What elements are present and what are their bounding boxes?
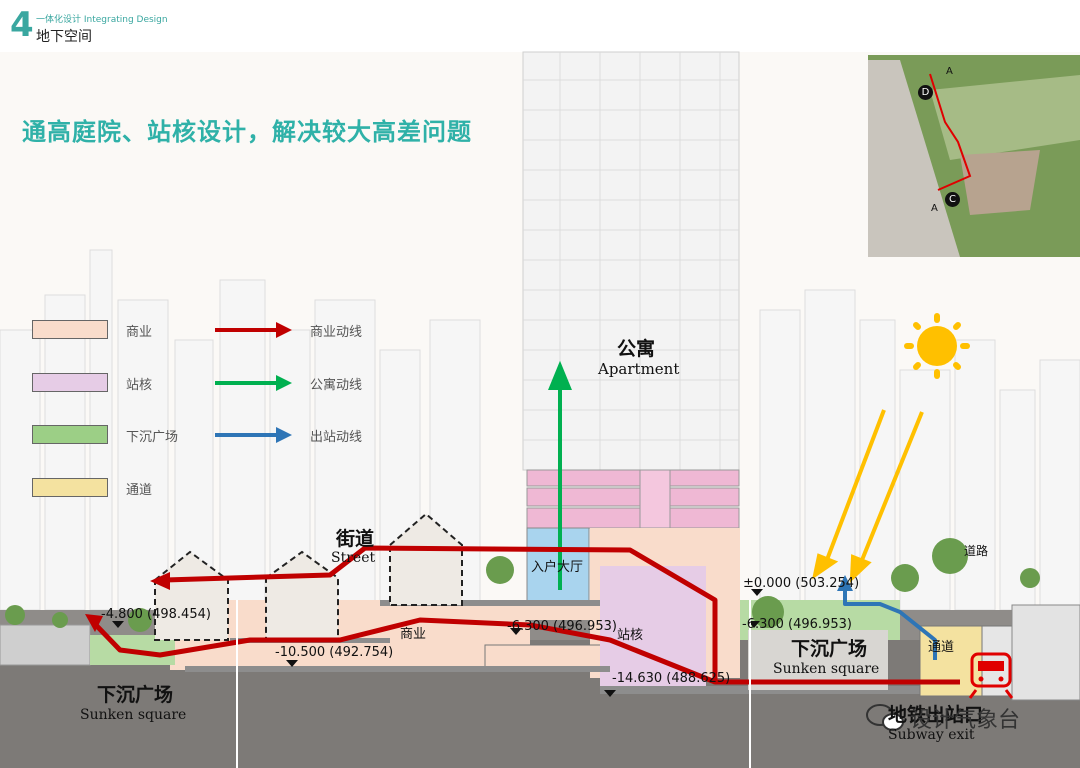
street-label-cn: 街道 [336, 528, 375, 550]
legend-swatch-station-core [32, 373, 108, 392]
legend-label-station-core: 站核 [126, 378, 153, 393]
site-plan-section-a-bottom: A [931, 203, 938, 214]
train-icon [968, 652, 1014, 699]
legend-swatch-commercial [32, 320, 108, 339]
site-plan [868, 55, 1080, 257]
road-label: 道路 [964, 544, 989, 558]
passage-label: 通道 [928, 640, 955, 655]
sunken-square-left-cn: 下沉广场 [97, 684, 174, 706]
sun-icon [904, 313, 970, 379]
sunken-square-left-en: Sunken square [80, 707, 187, 723]
apartment-label-cn: 公寓 [617, 338, 656, 360]
apartment-label-en: Apartment [598, 360, 680, 378]
entrance-hall-label: 入户大厅 [531, 560, 584, 575]
header-title: 地下空间 [36, 29, 92, 45]
subway-exit-cn: 地铁出站口 [888, 704, 984, 726]
main-title: 通高庭院、站核设计，解决较大高差问题 [22, 118, 472, 146]
legend-swatch-sunken-square [32, 425, 108, 444]
elevation-lowest: -14.630 (488.625) [612, 671, 731, 686]
subway-exit-en: Subway exit [888, 727, 975, 743]
site-plan-marker-d: D [918, 85, 933, 100]
sunken-square-right-cn: 下沉广场 [791, 638, 868, 660]
legend-label-passage: 通道 [126, 483, 153, 498]
site-plan-marker-c-label: C [949, 194, 956, 205]
wechat-icon [866, 704, 904, 731]
site-plan-marker-d-label: D [921, 87, 930, 98]
header-subtitle: 一体化设计 Integrating Design [36, 15, 168, 25]
elevation-left-lower: -10.500 (492.754) [275, 645, 394, 660]
station-core-label: 站核 [617, 628, 644, 643]
watermark: 设计气象台 [910, 708, 1021, 733]
site-plan-marker-c: C [945, 192, 960, 207]
elevation-ground: ±0.000 (503.254) [743, 576, 860, 591]
commercial-label: 商业 [400, 627, 427, 642]
legend-label-commercial: 商业 [126, 325, 153, 340]
elevation-mid: -6.300 (496.953) [507, 619, 617, 634]
street-label-en: Street [331, 550, 376, 566]
site-plan-section-a-top: A [946, 66, 953, 77]
elevation-left-sunken: -4.800 (498.454) [101, 607, 211, 622]
legend-flow-commercial: 商业动线 [310, 325, 363, 340]
legend-label-sunken-square: 下沉广场 [126, 430, 179, 445]
legend-swatch-passage [32, 478, 108, 497]
section-number: 4 [10, 5, 34, 45]
legend-flow-apartment: 公寓动线 [310, 378, 363, 393]
legend-flow-subway-exit: 出站动线 [310, 430, 363, 445]
sunken-square-right-en: Sunken square [773, 661, 880, 677]
elevation-right-sunken: -6.300 (496.953) [742, 617, 852, 632]
